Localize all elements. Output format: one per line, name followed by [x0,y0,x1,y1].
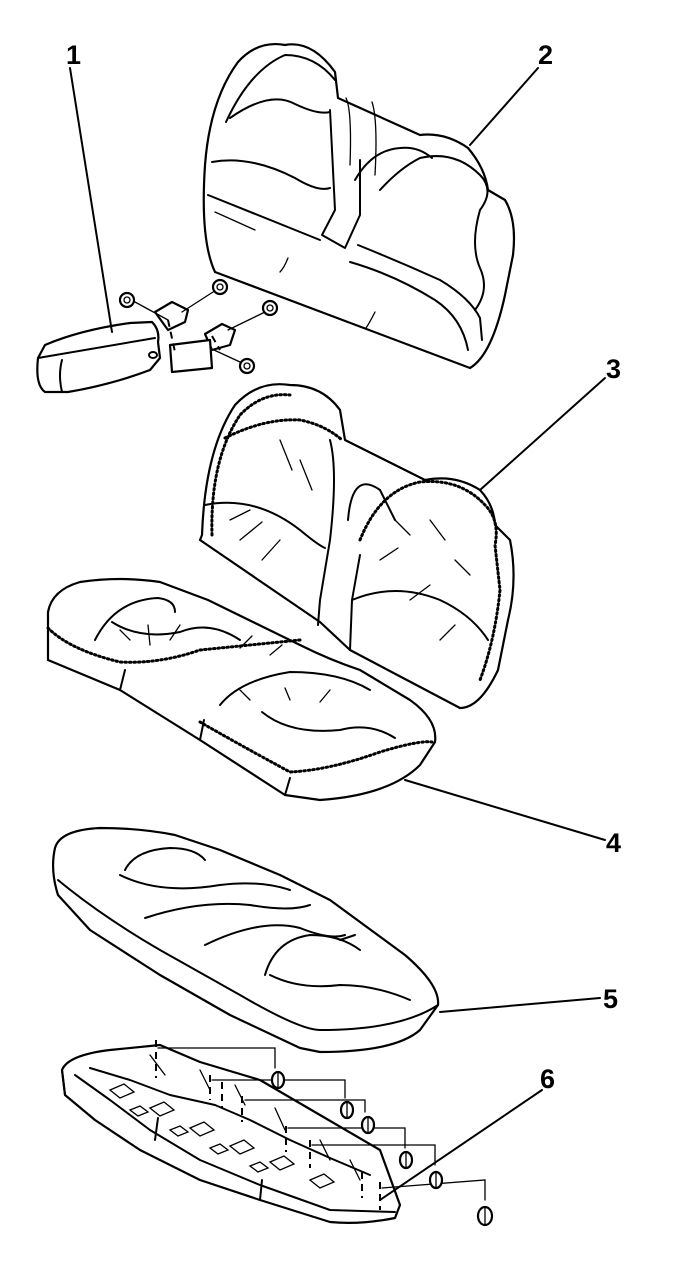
seat-back-pad [202,43,516,370]
screw-icon [211,278,229,296]
callout-6: 6 [540,1064,555,1094]
callout-labels: 1 2 3 4 5 6 [66,40,621,1094]
screw-icon [261,299,279,317]
callout-5: 5 [603,984,618,1014]
leader-line-4 [404,779,606,841]
screw-icon [360,1115,376,1135]
seat-cushion-pad [51,826,440,1054]
callout-1: 1 [66,40,81,70]
leader-line-2 [469,67,539,146]
screw-icon [476,1205,494,1227]
screw-icon [428,1170,444,1190]
screw-icon [238,357,256,375]
seat-back-cover [198,383,515,710]
seat-frame [60,1040,494,1227]
callout-2: 2 [538,40,553,70]
callout-4: 4 [606,828,621,858]
screw-icon [339,1100,355,1120]
seat-cushion-cover [46,577,437,802]
armrest-assembly [36,278,279,394]
screw-icon [118,291,136,309]
leader-line-6 [379,1089,543,1201]
leader-line-5 [439,997,601,1013]
leader-line-1 [69,67,113,333]
screw-icon [398,1150,414,1170]
screw-icon [270,1070,286,1090]
callout-3: 3 [606,354,621,384]
leader-line-3 [479,377,606,491]
leader-lines [69,67,606,1201]
